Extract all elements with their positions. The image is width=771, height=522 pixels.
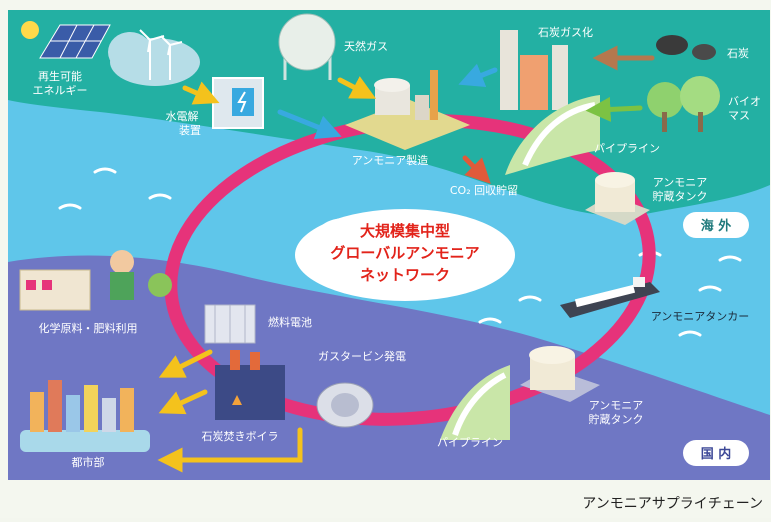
city-label: 都市部 <box>72 455 105 469</box>
arrow-electrolysis-to-plant <box>277 109 342 139</box>
ammonia-production-plant-icon <box>345 70 470 150</box>
co2-capture-label: CO₂ 回収貯留 <box>450 184 518 197</box>
gas-turbine-icon <box>316 382 374 428</box>
biomass-label-2: マス <box>728 109 750 122</box>
biomass-label-1: バイオ <box>728 95 761 108</box>
overseas-pipeline-label: パイプライン <box>594 142 660 155</box>
overseas-badge-label: 海 外 <box>701 218 732 234</box>
electrolysis-label-1: 水電解 <box>166 109 199 123</box>
overseas-storage-tank-icon <box>585 172 650 225</box>
center-title-line-2: グローバルアンモニア <box>330 244 479 262</box>
electrolysis-unit-icon <box>212 77 264 129</box>
arrow-gas-to-plant <box>337 76 377 99</box>
domestic-badge: 国 内 <box>683 440 749 466</box>
center-title-cloud <box>295 209 515 301</box>
domestic-storage-tank-icon <box>520 346 600 402</box>
chemical-fertilizer-label: 化学原料・肥料利用 <box>39 321 138 335</box>
flow-arrows <box>157 45 655 473</box>
arrow-plant-to-co2 <box>462 155 491 184</box>
domestic-pipeline-label: パイプライン <box>437 436 503 449</box>
coal-gasification-plant-icon <box>500 30 568 110</box>
renewable-label-2: エネルギー <box>33 84 88 97</box>
coal-icon <box>656 35 716 60</box>
arrow-renewable-to-electrolysis <box>182 81 220 105</box>
wind-turbine-icon <box>108 29 200 86</box>
sea-waves <box>58 167 742 337</box>
arrow-fuelcell-to-city <box>158 349 213 378</box>
gas-turbine-label: ガスタービン発電 <box>318 349 406 363</box>
arrow-biomass-to-gasification <box>585 96 643 122</box>
ammonia-tanker-icon <box>560 277 660 318</box>
ammonia-production-label: アンモニア製造 <box>352 153 429 167</box>
domestic-badge-label: 国 内 <box>701 446 732 462</box>
diagram-caption: アンモニアサプライチェーン <box>582 496 763 512</box>
coal-boiler-label: 石炭焚きボイラ <box>202 430 279 443</box>
renewable-label-1: 再生可能 <box>38 69 82 83</box>
center-title-line-3: ネットワーク <box>360 266 450 284</box>
coal-boiler-icon <box>215 350 285 420</box>
domestic-tank-label-2: 貯蔵タンク <box>589 413 644 426</box>
arrow-boiler-to-city <box>158 389 208 415</box>
chemical-fertilizer-icon <box>19 250 172 311</box>
arrow-gasification-to-plant <box>458 63 498 87</box>
coal-gasification-label: 石炭ガス化 <box>538 25 593 39</box>
electrolysis-label-2: 装置 <box>179 124 201 137</box>
overseas-badge: 海 外 <box>683 212 749 238</box>
natural-gas-label: 天然ガス <box>344 39 388 53</box>
city-icon <box>20 380 150 452</box>
solar-panel-icon <box>21 21 111 59</box>
domestic-land <box>8 255 770 480</box>
domestic-tank-label-1: アンモニア <box>589 399 644 412</box>
overseas-tank-label-1: アンモニア <box>653 176 708 189</box>
biomass-trees-icon <box>647 76 720 132</box>
arrow-turbine-to-city <box>157 427 303 473</box>
coal-label: 石炭 <box>727 47 749 60</box>
fuel-cell-label: 燃料電池 <box>268 315 312 329</box>
fuel-cell-icon <box>204 304 256 344</box>
tanker-label: アンモニアタンカー <box>651 310 750 323</box>
center-title-line-1: 大規模集中型 <box>360 222 450 240</box>
overseas-tank-label-2: 貯蔵タンク <box>653 190 708 203</box>
natural-gas-tank-icon <box>278 13 336 80</box>
domestic-pipeline-icon <box>440 365 510 440</box>
